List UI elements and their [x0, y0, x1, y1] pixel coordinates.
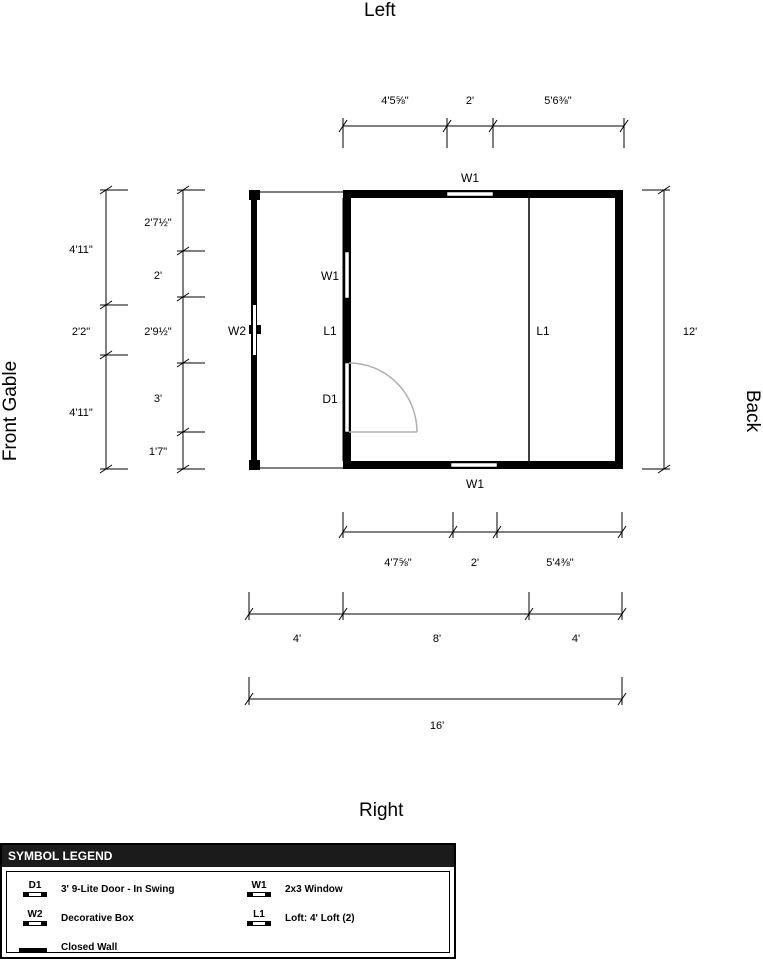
dim-overall-width: 12'	[683, 326, 697, 338]
dim-section-2: 8'	[433, 633, 441, 645]
tag-l1-left: L1	[323, 324, 337, 338]
legend-code: W2	[27, 909, 43, 920]
tag-w1-bottom: W1	[466, 477, 484, 491]
dim-section-3: 4'	[572, 633, 580, 645]
dim-overall-length: 16'	[430, 720, 444, 732]
dim-inner-left-5: 1'7"	[149, 446, 167, 458]
dim-outer-left-2: 2'2"	[72, 326, 90, 338]
legend-label: Decorative Box	[61, 913, 134, 924]
legend-body: D1 3' 9-Lite Door - In Swing W1 2x3 Wind…	[6, 871, 450, 953]
tag-w1-front: W1	[321, 269, 339, 283]
dim-inner-left-3: 2'9½"	[144, 326, 172, 338]
legend-title: SYMBOL LEGEND	[2, 845, 454, 867]
d1-door-swing	[348, 362, 418, 433]
dim-inner-left-4: 3'	[154, 393, 162, 405]
tag-l1-right: L1	[536, 324, 550, 338]
loft-symbol-icon: L1	[243, 907, 275, 933]
side-label-top: Left	[364, 0, 396, 21]
closed-wall-symbol-icon	[15, 936, 47, 962]
dim-outer-left-3: 4'11"	[69, 407, 93, 419]
tag-w2: W2	[228, 324, 246, 338]
decorative-box-symbol-icon: W2	[19, 907, 51, 933]
dim-section-1: 4'	[293, 633, 301, 645]
dim-inner-left-1: 2'7½"	[144, 217, 172, 229]
door-symbol-icon: D1	[19, 878, 51, 904]
w1-top-window	[446, 191, 494, 197]
corner-post-bottom	[249, 460, 260, 470]
dim-outer-left-1: 4'11"	[69, 244, 93, 256]
dim-top-2: 2'	[466, 95, 474, 107]
dim-top-1: 4'5⅝"	[381, 95, 409, 107]
legend-code: D1	[28, 880, 42, 891]
dimension-lines	[99, 118, 671, 706]
dim-bottom-1: 4'7⅝"	[384, 557, 412, 569]
back-wall	[615, 190, 623, 469]
porch-outline	[256, 191, 343, 469]
legend-code: L1	[253, 909, 265, 920]
tag-w1-top: W1	[461, 171, 479, 185]
d1-door-opening	[344, 362, 350, 433]
legend-label: 3' 9-Lite Door - In Swing	[61, 884, 175, 895]
corner-post-top	[249, 190, 260, 200]
legend-label: 2x3 Window	[285, 884, 343, 895]
symbol-legend: SYMBOL LEGEND D1 3' 9-Lite Door - In Swi…	[0, 843, 456, 959]
dim-bottom-2: 2'	[471, 557, 479, 569]
legend-label: Loft: 4' Loft (2)	[285, 913, 355, 924]
legend-code: W1	[251, 880, 267, 891]
w1-bottom-window	[450, 462, 498, 468]
dim-bottom-3: 5'4⅜"	[546, 557, 574, 569]
w1-front-window	[344, 251, 350, 299]
dim-top-3: 5'6⅜"	[544, 95, 572, 107]
floor-plan: 4'5⅝" 2' 5'6⅜" 4'7⅝" 2' 5'4⅜" 4' 8' 4' 1…	[69, 95, 697, 732]
dim-inner-left-2: 2'	[154, 270, 162, 282]
side-label-bottom: Right	[359, 800, 404, 821]
legend-label: Closed Wall	[61, 942, 118, 953]
w2-opening	[253, 305, 256, 355]
tag-d1: D1	[322, 392, 338, 406]
window-symbol-icon: W1	[243, 878, 275, 904]
interior-front-wall	[343, 190, 351, 469]
